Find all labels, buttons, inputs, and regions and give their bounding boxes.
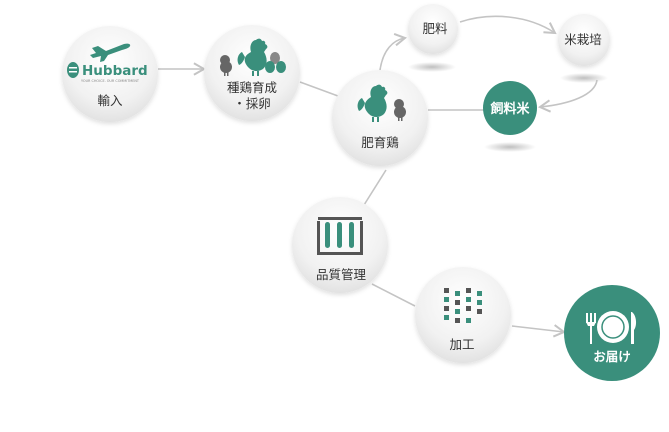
node-feed-rice[interactable]: 飼料米: [483, 81, 537, 135]
connector-quality-processing: [371, 283, 416, 307]
node-processing-label: 加工: [449, 337, 474, 352]
node-broiler-label: 肥育鶏: [361, 135, 399, 150]
hubbard-logo-text: Hubbard: [82, 63, 148, 79]
node-broiler[interactable]: 肥育鶏: [332, 70, 428, 166]
node-breeding[interactable]: 種鶏育成 ・採卵: [204, 25, 300, 121]
node-delivery[interactable]: お届け: [564, 285, 660, 381]
connector-breeding-broiler: [299, 81, 339, 97]
node-processing[interactable]: 加工: [415, 267, 511, 363]
connector-fertilizer-rice: [459, 15, 557, 35]
hubbard-logo-tagline: YOUR CHOICE. OUR COMMITMENT: [81, 79, 140, 83]
plate-icon: [597, 311, 629, 343]
connector-processing-delivery: [511, 324, 567, 338]
fork-icon: [586, 313, 596, 344]
node-import[interactable]: Hubbard YOUR CHOICE. OUR COMMITMENT 輸入: [62, 26, 158, 122]
node-quality[interactable]: 品質管理: [292, 197, 388, 293]
chick-icon: [394, 99, 406, 121]
test-tubes-icon: [317, 217, 363, 255]
chick-icon: [220, 55, 232, 76]
node-quality-label: 品質管理: [316, 267, 367, 282]
node-breeding-label-line1: 種鶏育成: [227, 80, 277, 95]
node-rice-label: 米栽培: [564, 32, 602, 47]
node-delivery-label: お届け: [593, 349, 631, 364]
node-feed-rice-label: 飼料米: [489, 101, 530, 117]
rooster-icon: [237, 38, 268, 76]
knife-icon: [631, 312, 637, 344]
chicken-icon: [357, 84, 388, 122]
eggs-icon: [265, 52, 286, 73]
node-shadows: [408, 62, 608, 152]
airplane-icon: [90, 43, 131, 62]
connector-broiler-quality: [363, 169, 387, 206]
node-rice[interactable]: 米栽培: [558, 14, 610, 66]
node-breeding-label-line2: ・採卵: [233, 96, 271, 111]
connector-broiler-fertilizer: [379, 33, 408, 71]
node-fertilizer[interactable]: 肥料: [408, 4, 458, 54]
connectors: [158, 15, 598, 338]
node-fertilizer-label: 肥料: [422, 21, 448, 36]
node-import-label: 輸入: [97, 93, 123, 108]
hubbard-egg-icon: [67, 62, 79, 78]
connector-rice-feedrice: [537, 79, 598, 113]
processing-grid-icon: [444, 288, 482, 323]
